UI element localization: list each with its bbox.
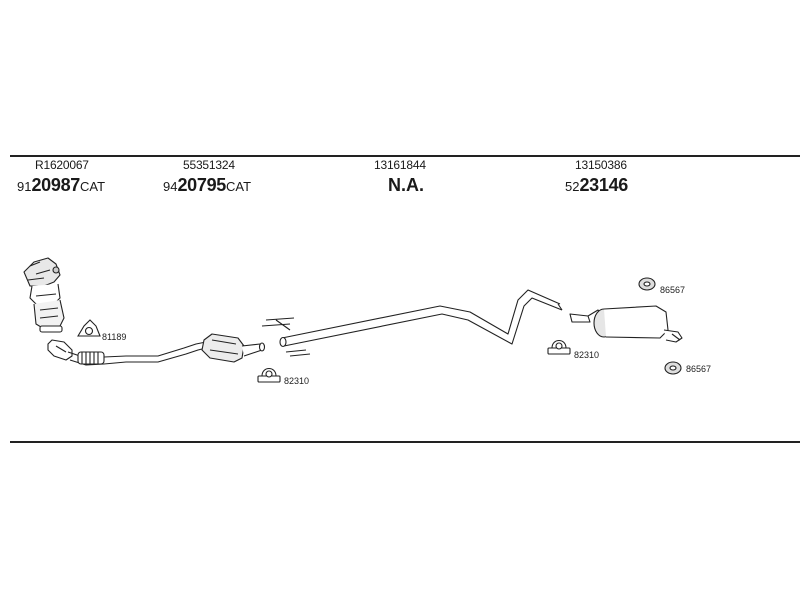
callout-81189: 81189 xyxy=(102,332,126,342)
front-pipe-drawing[interactable] xyxy=(47,339,207,366)
middle-pipe-drawing[interactable] xyxy=(261,289,563,357)
rubber-mount-top-icon[interactable] xyxy=(638,277,656,291)
gasket-icon[interactable] xyxy=(77,319,101,337)
clamp-rear-icon[interactable] xyxy=(547,339,571,355)
not-available-label: N.A. xyxy=(388,175,424,195)
rear-silencer-drawing[interactable] xyxy=(569,305,683,343)
oe-number: R1620067 xyxy=(35,158,89,172)
oe-number: 13150386 xyxy=(575,158,627,172)
part-number[interactable]: 9420795CAT xyxy=(163,176,251,194)
part-number[interactable]: 5223146 xyxy=(565,176,628,194)
rubber-mount-bottom-icon[interactable] xyxy=(664,361,682,375)
column-rear-silencer: 13150386 5223146 xyxy=(565,159,628,194)
column-front-catalyst: R1620067 9120987CAT xyxy=(17,159,105,194)
part-number: N.A. xyxy=(388,176,426,194)
callout-86567-top: 86567 xyxy=(660,285,685,295)
bottom-divider xyxy=(10,441,800,443)
top-divider xyxy=(10,155,800,157)
manifold-catalyst-drawing[interactable] xyxy=(23,257,65,333)
part-suffix: CAT xyxy=(226,179,252,194)
column-middle-pipe: 13161844 N.A. xyxy=(374,159,426,194)
part-main: 20795 xyxy=(177,175,227,195)
part-number[interactable]: 9120987CAT xyxy=(17,176,105,194)
part-prefix: 94 xyxy=(163,179,178,194)
column-catalyst: 55351324 9420795CAT xyxy=(163,159,251,194)
clamp-icon[interactable] xyxy=(257,367,281,383)
part-main: 23146 xyxy=(579,175,629,195)
callout-82310-middle: 82310 xyxy=(284,376,309,386)
catalyst-drawing[interactable] xyxy=(201,333,266,363)
oe-number: 55351324 xyxy=(183,158,235,172)
part-prefix: 52 xyxy=(565,179,580,194)
part-prefix: 91 xyxy=(17,179,32,194)
part-suffix: CAT xyxy=(80,179,106,194)
callout-82310-rear: 82310 xyxy=(574,350,599,360)
oe-number: 13161844 xyxy=(374,158,426,172)
callout-86567-bottom: 86567 xyxy=(686,364,711,374)
part-main: 20987 xyxy=(31,175,81,195)
